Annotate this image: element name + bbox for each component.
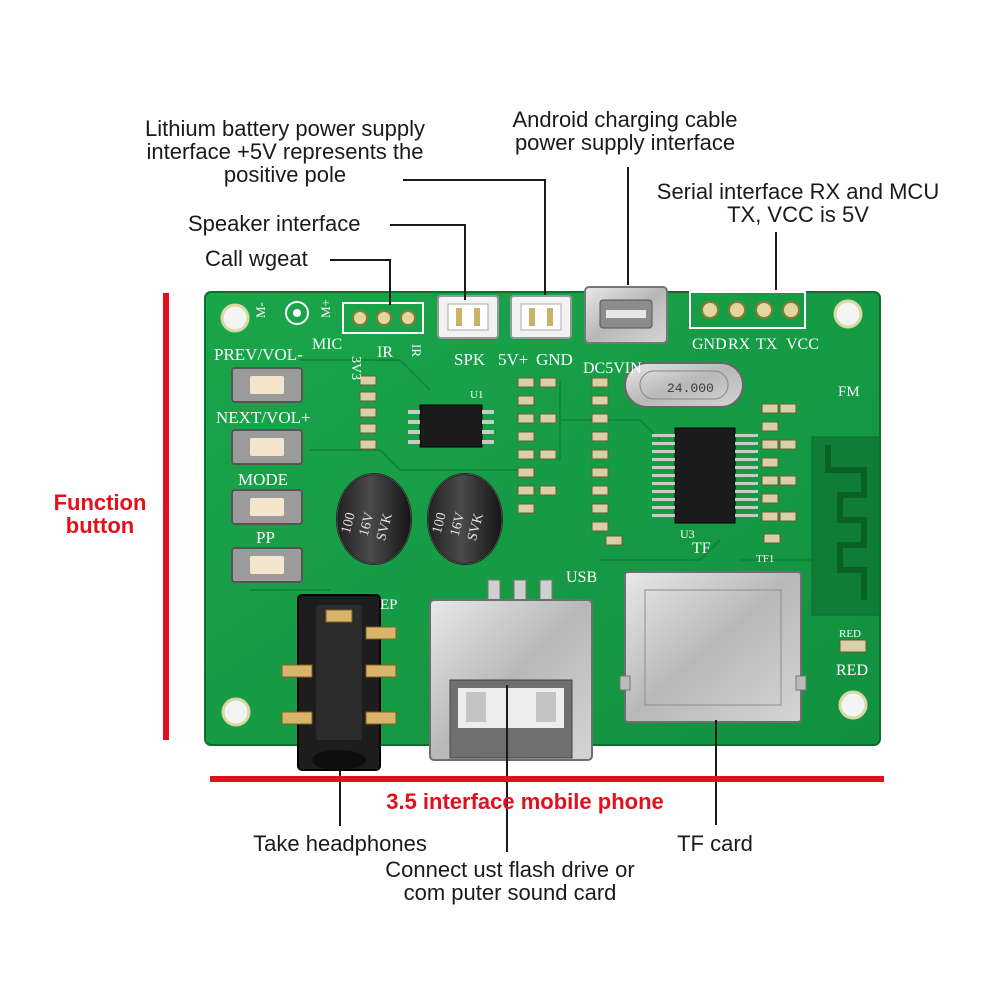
function-label: Function button	[30, 491, 170, 537]
usb-label-line2: com puter sound card	[403, 880, 617, 905]
serial-label-line2: TX, VCC is 5V	[727, 202, 869, 227]
usb-a-port	[429, 579, 593, 761]
mount-hole	[220, 303, 250, 333]
micro-usb-port	[584, 286, 668, 344]
crystal-marking: 24.000	[667, 381, 714, 396]
smd-components	[359, 375, 867, 653]
mode-button[interactable]	[231, 489, 303, 525]
battery-label-line3: positive pole	[223, 162, 347, 187]
microphone	[285, 301, 309, 325]
leader-speaker	[390, 224, 466, 300]
function-label-line2: button	[65, 513, 135, 538]
mount-hole	[833, 299, 863, 329]
speaker-label: Speaker interface	[188, 211, 361, 236]
silk-pin-gnd: GND	[692, 336, 727, 353]
headphones-label: Take headphones	[253, 831, 427, 856]
cap-left-voltage: 16V	[357, 511, 378, 538]
usb-label: Connect ust flash drive or com puter sou…	[350, 858, 670, 904]
silk-3v3: 3V3	[348, 356, 363, 380]
silk-mode: MODE	[238, 470, 288, 489]
leader-lines	[330, 167, 777, 852]
silk-fm: FM	[838, 384, 860, 400]
function-label-line1: Function	[53, 490, 147, 515]
silk-gnd: GND	[536, 350, 573, 369]
silk-m-plus: M+	[318, 299, 333, 318]
silk-mic: MIC	[312, 336, 342, 353]
android-label-line2: power supply interface	[514, 130, 736, 155]
interface-35-label: 3.5 interface mobile phone	[386, 789, 664, 814]
silk-5v: 5V+	[498, 350, 528, 369]
usb-label-line1: Connect ust flash drive or	[385, 857, 635, 882]
silk-prev: PREV/VOL-	[214, 345, 303, 364]
silk-ir: IR	[377, 344, 393, 361]
silkscreen: MIC M- M+ 3V3 IR IR SPK 5V+ GND DC5VIN G…	[214, 299, 868, 679]
silk-dc5vin: DC5VIN	[583, 360, 642, 377]
silk-pin-tx: TX	[756, 336, 778, 353]
battery-label: Lithium battery power supply interface +…	[100, 117, 470, 186]
silk-pin-vcc: VCC	[786, 336, 819, 353]
silk-usb: USB	[566, 569, 597, 586]
call-label: Call wgeat	[205, 246, 308, 271]
battery-label-line2: interface +5V represents the	[146, 139, 424, 164]
capacitor-left	[336, 473, 412, 565]
leader-call	[330, 259, 391, 305]
u3-chip	[652, 427, 758, 524]
crystal-oscillator	[624, 362, 744, 408]
silk-m-minus: M-	[253, 302, 268, 318]
silk-red-2: RED	[836, 662, 868, 679]
silk-tf: TF	[692, 540, 711, 557]
serial-header	[689, 291, 806, 329]
serial-label-line1: Serial interface RX and MCU	[656, 179, 940, 204]
mount-hole	[221, 697, 251, 727]
cap-left-value: 100	[339, 511, 359, 535]
tf-card-slot	[619, 571, 807, 723]
speaker-connector	[437, 295, 499, 339]
mount-hole	[838, 690, 868, 720]
silk-ir-2: IR	[409, 344, 424, 357]
tact-buttons	[231, 367, 303, 583]
ir-header	[342, 302, 424, 334]
silk-u1: U1	[470, 389, 483, 401]
cap-right-value: 100	[430, 511, 450, 535]
silk-pin-rx: RX	[728, 336, 751, 353]
serial-label: Serial interface RX and MCU TX, VCC is 5…	[628, 180, 968, 226]
bluetooth-antenna	[811, 436, 881, 616]
android-label-line1: Android charging cable	[512, 107, 738, 132]
android-label: Android charging cable power supply inte…	[470, 108, 780, 154]
silk-red: RED	[839, 628, 861, 640]
leader-battery	[403, 179, 546, 295]
cap-right-brand: SVK	[465, 512, 487, 543]
audio-jack	[281, 594, 397, 771]
prev-button[interactable]	[231, 367, 303, 403]
silk-u3: U3	[680, 527, 695, 541]
battery-label-line1: Lithium battery power supply	[144, 116, 426, 141]
silk-pp: PP	[256, 528, 275, 547]
silk-tf1: TF1	[756, 553, 774, 565]
silk-ep: EP	[380, 597, 398, 613]
silk-spk: SPK	[454, 350, 486, 369]
cap-left-brand: SVK	[374, 512, 396, 543]
pp-button[interactable]	[231, 547, 303, 583]
tf-label: TF card	[677, 831, 753, 856]
cap-right-voltage: 16V	[448, 511, 469, 538]
battery-connector	[510, 295, 572, 339]
u1-chip	[408, 404, 494, 448]
next-button[interactable]	[231, 429, 303, 465]
red-markers	[163, 293, 884, 782]
silk-next: NEXT/VOL+	[216, 408, 311, 427]
capacitor-right	[427, 473, 503, 565]
